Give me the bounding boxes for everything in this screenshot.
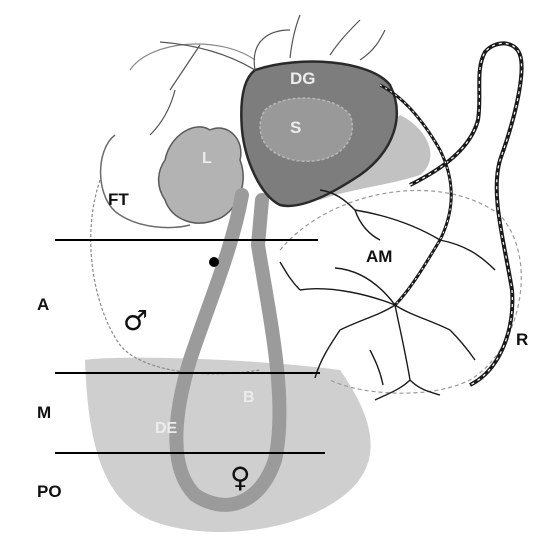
rectum-vessel-inner (410, 43, 522, 385)
rectum-vessel (410, 43, 522, 385)
label-m: M (37, 403, 51, 422)
label-am: AM (366, 247, 392, 266)
label-b: B (243, 389, 255, 406)
label-de: DE (155, 420, 178, 437)
label-s: S (290, 118, 301, 137)
label-dg: DG (290, 69, 316, 88)
label-po: PO (37, 482, 62, 501)
spermatheca (260, 98, 352, 161)
female-symbol: ♀ (230, 461, 251, 494)
marker-dot (209, 257, 219, 267)
male-symbol: ♂ (123, 304, 148, 337)
label-a: A (37, 295, 49, 314)
label-l: L (202, 150, 212, 167)
lobe-region (159, 127, 244, 223)
label-ft: FT (108, 190, 129, 209)
label-r: R (516, 330, 528, 349)
